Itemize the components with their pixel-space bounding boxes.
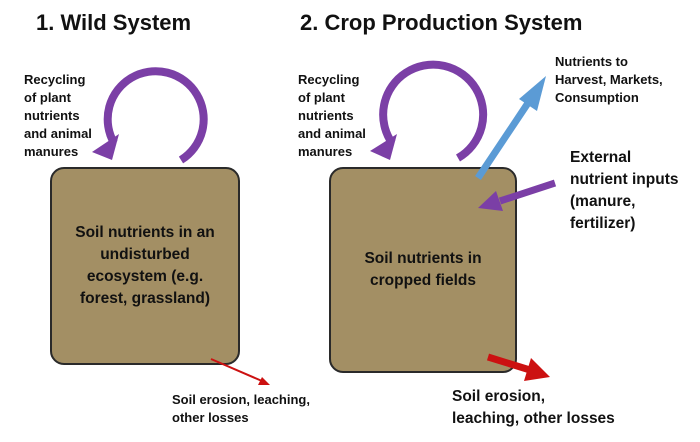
- wild-losses-arrow: [210, 358, 270, 385]
- external-inputs-label: External nutrient inputs (manure, fertil…: [570, 149, 679, 232]
- crop-recycling-arrow: [370, 60, 488, 162]
- wild-soil-box-text: Soil nutrients in an undisturbed ecosyst…: [75, 224, 215, 307]
- wild-recycling-label: Recycling of plant nutrients and animal …: [24, 72, 92, 159]
- harvest-label: Nutrients to Harvest, Markets, Consumpti…: [555, 54, 663, 105]
- crop-losses-label: Soil erosion, leaching, other losses: [452, 388, 615, 427]
- crop-losses-arrow: [486, 353, 550, 381]
- crop-system-title: 2. Crop Production System: [300, 10, 583, 35]
- wild-soil-box: Soil nutrients in an undisturbed ecosyst…: [50, 167, 240, 365]
- wild-recycling-arrow: [92, 67, 208, 164]
- crop-soil-box-text: Soil nutrients in cropped fields: [364, 250, 482, 289]
- wild-losses-label: Soil erosion, leaching, other losses: [172, 392, 310, 425]
- harvest-arrow: [475, 76, 546, 180]
- external-inputs-arrow: [478, 179, 557, 211]
- crop-recycling-label: Recycling of plant nutrients and animal …: [298, 72, 366, 159]
- wild-system-title: 1. Wild System: [36, 10, 192, 35]
